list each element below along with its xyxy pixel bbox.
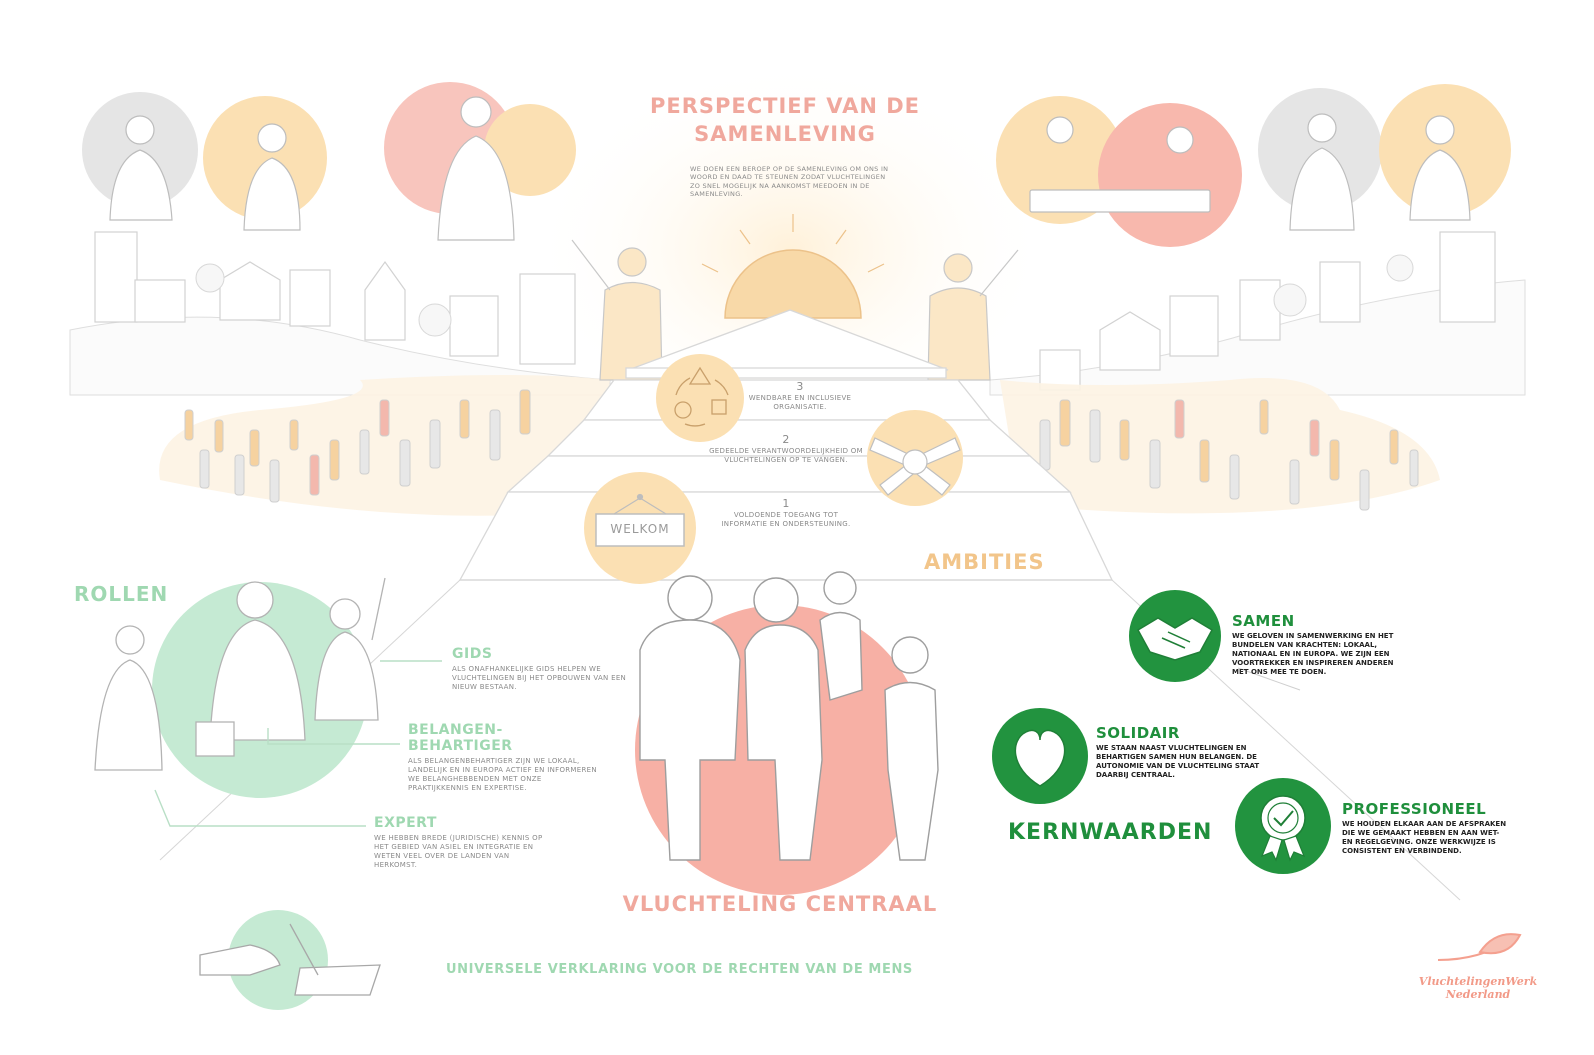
value-professioneel-text: WE HOUDEN ELKAAR AAN DE AFSPRAKEN DIE WE… — [1342, 820, 1507, 856]
organization-logo: VluchtelingenWerk Nederland — [1418, 975, 1538, 1001]
welcome-sign-label: WELKOM — [610, 522, 670, 536]
bubble-orange-far-right — [1379, 84, 1511, 216]
bubble-coral-right — [1098, 103, 1242, 247]
foundation-text: UNIVERSELE VERKLARING VOOR DE RECHTEN VA… — [446, 962, 913, 977]
value-samen-title: SAMEN — [1232, 612, 1295, 630]
value-professioneel-title: PROFESSIONEEL — [1342, 800, 1487, 818]
joined-hands-icon — [869, 437, 961, 496]
value-solidair: SOLIDAIR WE STAAN NAAST VLUCHTELINGEN EN… — [1096, 724, 1266, 780]
right-crowd — [1039, 399, 1419, 511]
rosette-check-icon — [1260, 795, 1306, 862]
value-professioneel: PROFESSIONEEL WE HOUDEN ELKAAR AAN DE AF… — [1342, 800, 1512, 856]
roles-figures — [94, 577, 386, 771]
role-gids-title: GIDS — [452, 646, 493, 662]
heart-icon — [1014, 729, 1066, 787]
left-crowd — [184, 389, 531, 503]
logo-line1: VluchtelingenWerk — [1418, 975, 1538, 988]
left-buildings — [94, 231, 576, 365]
right-crowd-path — [1000, 378, 1440, 514]
role-belangenbehartiger: BELANGEN- BEHARTIGER ALS BELANGENBEHARTI… — [408, 722, 598, 793]
bubble-orange-small — [484, 104, 576, 196]
roles-title: ROLLEN — [74, 582, 169, 606]
logo-line2: Nederland — [1445, 988, 1511, 1001]
values-title: KERNWAARDEN — [1008, 820, 1213, 845]
ambition-step-2-number: 2 — [782, 433, 790, 446]
role-belangen-title-line2: BEHARTIGER — [408, 738, 513, 754]
ambition-step-3-number: 3 — [796, 380, 804, 393]
ambition-step-1-text: VOLDOENDE TOEGANG TOT INFORMATIE EN ONDE… — [721, 511, 851, 529]
value-samen: SAMEN WE GELOVEN IN SAMENWERKING EN HET … — [1232, 612, 1412, 677]
ambition-step-1: 1 VOLDOENDE TOEGANG TOT INFORMATIE EN ON… — [716, 497, 856, 529]
shapes-cycle-icon — [674, 366, 729, 427]
ambition-step-3-text: WENDBARE EN INCLUSIEVE ORGANISATIE. — [748, 394, 852, 412]
right-buildings — [1039, 231, 1496, 391]
signing-hand-icon — [199, 923, 381, 996]
role-gids-text: ALS ONAFHANKELIJKE GIDS HELPEN WE VLUCHT… — [452, 665, 627, 692]
value-solidair-text: WE STAAN NAAST VLUCHTELINGEN EN BEHARTIG… — [1096, 744, 1260, 780]
role-expert-title: EXPERT — [374, 815, 437, 831]
welcome-sign — [595, 513, 685, 547]
handshake-icon — [1136, 617, 1214, 661]
ambition-step-2: 2 GEDEELDE VERANTWOORDELIJKHEID OM VLUCH… — [706, 433, 866, 465]
role-belangen-title-line1: BELANGEN- — [408, 722, 503, 738]
role-gids: GIDS ALS ONAFHANKELIJKE GIDS HELPEN WE V… — [452, 646, 632, 692]
center-title: VLUCHTELING CENTRAAL — [622, 892, 938, 916]
ambition-step-1-number: 1 — [782, 497, 790, 510]
society-body: WE DOEN EEN BEROEP OP DE SAMENLEVING OM … — [690, 165, 889, 199]
ambitions-title: AMBITIES — [924, 550, 1045, 574]
value-samen-text: WE GELOVEN IN SAMENWERKING EN HET BUNDEL… — [1232, 632, 1394, 677]
role-expert-text: WE HEBBEN BREDE (JURIDISCHE) KENNIS OP H… — [374, 834, 543, 870]
logo-leaf-icon — [1437, 933, 1522, 961]
value-solidair-title: SOLIDAIR — [1096, 724, 1180, 742]
ambition-3-bubble — [656, 354, 744, 442]
family-figures — [639, 571, 939, 861]
society-title-line1: PERSPECTIEF VAN DE — [649, 94, 921, 118]
ambition-step-3: 3 WENDBARE EN INCLUSIEVE ORGANISATIE. — [740, 380, 860, 412]
sun-icon — [724, 249, 862, 319]
ambition-step-2-text: GEDEELDE VERANTWOORDELIJKHEID OM VLUCHTE… — [709, 447, 863, 465]
role-expert: EXPERT WE HEBBEN BREDE (JURIDISCHE) KENN… — [374, 815, 554, 870]
society-title-line2: SAMENLEVING — [694, 122, 876, 146]
society-title: PERSPECTIEF VAN DE SAMENLEVING — [620, 92, 950, 148]
role-belangen-text: ALS BELANGENBEHARTIGER ZIJN WE LOKAAL, L… — [408, 757, 597, 793]
